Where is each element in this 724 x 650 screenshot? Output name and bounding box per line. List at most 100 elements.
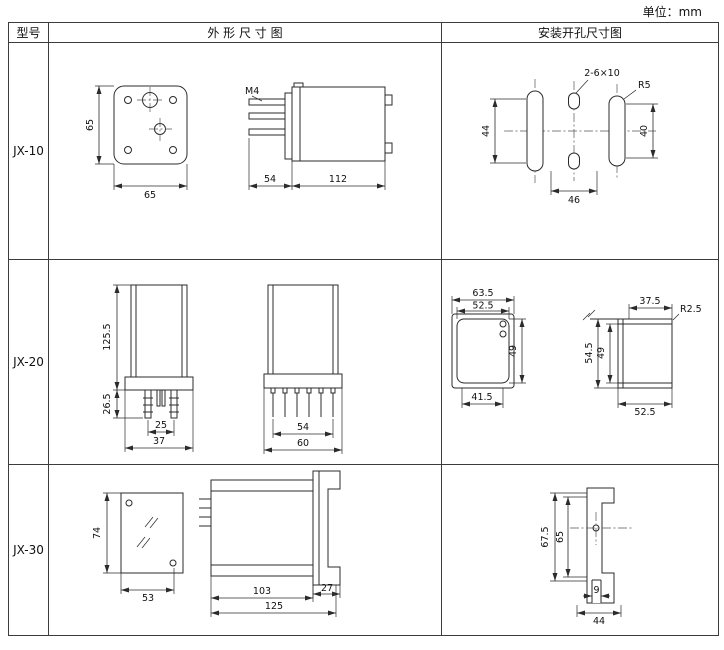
jx20-panel-radius-callout: R2.5 (672, 304, 702, 321)
jx10-radius-callout: R5 (623, 80, 651, 100)
model-label-jx10: JX-10 (8, 42, 49, 260)
jx20-panel-outer-height-dim: 54.5 (584, 319, 618, 389)
jx20-panel-top-width-label: 37.5 (639, 296, 660, 307)
jx10-horizontal-spacing-dim: 46 (550, 171, 598, 206)
jx30-front-width-dim: 53 (120, 568, 175, 604)
jx30-hole-spacing-dim: 44 (576, 605, 622, 627)
jx20-panel-profile (582, 309, 673, 389)
jx20-pin-span-label: 54 (297, 422, 309, 433)
table-row-jx30: JX-30 74 (8, 464, 719, 636)
jx20-base-length-label: 60 (297, 438, 309, 449)
jx30-front-height-dim: 74 (92, 492, 121, 574)
header-model: 型号 (8, 22, 49, 43)
jx10-holes-callout: 2-6×10 (575, 68, 620, 94)
jx30-mounting-drawing: 67.5 65 9 (540, 487, 634, 627)
jx20-panel-inner-height-label: 49 (596, 347, 607, 359)
mounting-cell-jx30: 67.5 65 9 (441, 464, 719, 636)
jx20-panel-top-width-dim: 37.5 (628, 296, 673, 319)
jx30-body-length-dim: 103 (210, 576, 314, 617)
jx30-mounting-bracket (570, 487, 634, 604)
jx10-body-length-label: 112 (329, 174, 347, 185)
model-label-jx20: JX-20 (8, 259, 49, 465)
jx10-front-height-dim: 65 (85, 85, 114, 165)
jx10-horizontal-spacing-label: 46 (568, 195, 580, 206)
jx10-front-width-dim: 65 (113, 164, 188, 201)
dimension-table: 型号 外 形 尺 寸 图 安装开孔尺寸图 JX-10 (8, 22, 719, 636)
jx20-cutout-height-dim: 49 (508, 318, 526, 384)
jx10-body-length-dim: 112 (292, 161, 386, 190)
jx30-slot-width-dim: 9 (583, 585, 610, 599)
jx30-slot-width-label: 9 (593, 585, 599, 596)
jx20-pin-span-dim: 54 (272, 419, 334, 438)
jx10-front-height-label: 65 (85, 119, 96, 131)
jx20-base-length-dim: 60 (263, 388, 343, 454)
jx20-panel-cutout (451, 313, 515, 389)
jx20-stud-spacing-dim: 25 (147, 420, 175, 436)
mounting-cell-jx10: 2-6×10 R5 44 (441, 42, 719, 260)
jx10-mounting-drawing: 2-6×10 R5 44 (481, 68, 658, 206)
jx30-outline-drawing: 74 53 (92, 470, 341, 617)
model-label-jx30: JX-30 (8, 464, 49, 636)
jx10-side-view (248, 82, 393, 162)
jx20-panel-bottom-width-dim: 52.5 (617, 388, 673, 418)
jx20-front-view (124, 284, 194, 419)
jx20-base-width-dim: 37 (124, 390, 194, 452)
jx30-side-view (199, 470, 341, 586)
jx20-side-view (263, 284, 343, 417)
jx30-hole-spacing-label: 44 (593, 616, 605, 627)
jx30-front-width-label: 53 (142, 593, 154, 604)
jx10-front-width-label: 65 (144, 190, 156, 201)
jx20-cutout-height-label: 49 (508, 345, 519, 357)
header-outline: 外 形 尺 寸 图 (48, 22, 442, 43)
jx10-terminal-depth-label: 54 (264, 174, 276, 185)
jx30-total-length-label: 125 (265, 601, 283, 612)
jx10-outline-drawing: 65 65 (85, 82, 393, 201)
jx20-mounting-drawing: 63.5 52.5 49 (451, 288, 702, 418)
unit-label: 单位：mm (642, 5, 702, 19)
jx20-height-label: 125.5 (102, 323, 113, 350)
table-row-jx10: JX-10 (8, 42, 719, 260)
jx20-cutout-bottom-width-dim: 41.5 (461, 388, 504, 408)
jx20-stud-spacing-label: 25 (155, 420, 167, 431)
jx10-vertical-spacing-dim: 44 (481, 98, 526, 164)
jx20-panel-outer-height-label: 54.5 (584, 342, 595, 363)
jx30-body-length-label: 103 (253, 586, 271, 597)
jx20-base-width-label: 37 (153, 436, 165, 447)
jx30-outer-height-label: 67.5 (540, 526, 551, 547)
jx30-front-height-label: 74 (92, 527, 103, 539)
jx20-cutout-outer-width-dim: 63.5 (451, 288, 515, 314)
jx30-inner-height-label: 65 (555, 531, 566, 543)
jx20-height-dim: 125.5 (102, 284, 131, 391)
jx10-slot-length-dim: 40 (626, 103, 658, 159)
jx20-cutout-inner-width-label: 52.5 (472, 301, 493, 312)
jx20-stud-length-label: 26.5 (102, 393, 113, 414)
jx30-front-view (120, 492, 184, 574)
table-row-jx20: JX-20 (8, 259, 719, 465)
mounting-cell-jx20: 63.5 52.5 49 (441, 259, 719, 465)
jx20-cutout-bottom-width-label: 41.5 (471, 392, 492, 403)
jx30-inner-height-dim: 65 (555, 496, 587, 578)
jx10-vertical-spacing-label: 44 (481, 125, 492, 137)
jx10-front-view (113, 85, 188, 165)
outline-cell-jx20: 125.5 26.5 25 (48, 259, 442, 465)
jx10-holes-label: 2-6×10 (584, 68, 620, 79)
outline-cell-jx10: 65 65 (48, 42, 442, 260)
jx20-outline-drawing: 125.5 26.5 25 (102, 284, 343, 454)
jx20-cutout-inner-width-dim: 52.5 (456, 301, 510, 319)
jx20-stud-length-dim: 26.5 (102, 390, 143, 419)
jx20-panel-radius-label: R2.5 (680, 304, 702, 315)
jx10-radius-label: R5 (638, 80, 651, 91)
jx10-slot-length-label: 40 (639, 125, 650, 137)
jx30-total-length-dim: 125 (211, 585, 337, 617)
jx20-panel-bottom-width-label: 52.5 (634, 407, 655, 418)
jx20-panel-inner-height-dim: 49 (596, 323, 618, 384)
header-mounting: 安装开孔尺寸图 (441, 22, 719, 43)
jx30-bracket (312, 470, 341, 586)
jx30-outer-height-dim: 67.5 (540, 492, 587, 582)
jx30-bracket-depth-label: 27 (321, 583, 333, 594)
jx10-mounting-slots (526, 90, 626, 172)
jx10-thread-label: M4 (245, 86, 259, 97)
header-row: 型号 外 形 尺 寸 图 安装开孔尺寸图 (8, 22, 719, 43)
outline-cell-jx30: 74 53 (48, 464, 442, 636)
